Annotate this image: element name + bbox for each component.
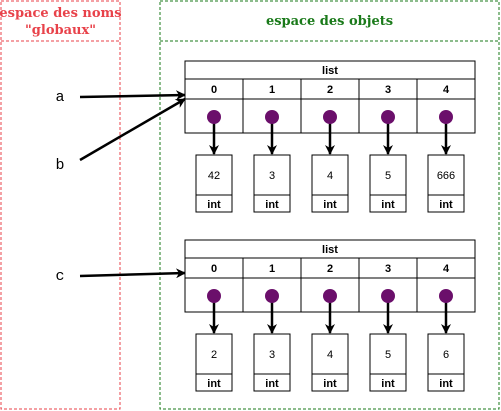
int-value: 6 (443, 349, 449, 361)
int-type-label: int (265, 378, 279, 390)
int-value: 3 (269, 349, 275, 361)
list-index-label: 2 (327, 263, 333, 275)
int-type-label: int (381, 199, 395, 211)
globals-frame: espace des noms "globaux" (0, 0, 122, 410)
list-index-label: 2 (327, 84, 333, 96)
int-object: 4 int (311, 154, 349, 213)
int-object-box (369, 333, 407, 392)
int-object: 6 int (427, 333, 465, 392)
int-object-box (195, 333, 233, 392)
objects-title: espace des objets (266, 14, 393, 29)
int-object: 5 int (369, 154, 407, 213)
list-index-label: 1 (269, 84, 275, 96)
globals-title-line2: "globaux" (25, 23, 96, 38)
int-value: 666 (437, 170, 455, 182)
int-type-label: int (381, 378, 395, 390)
arrow-c-to-list2 (79, 268, 186, 279)
int-object-box (427, 333, 465, 392)
int-object-box (311, 154, 349, 213)
int-object: 2 int (195, 333, 233, 392)
int-value: 5 (385, 349, 391, 361)
reference-dot-icon (265, 289, 279, 303)
int-type-label: int (323, 378, 337, 390)
arrow-b-to-list1 (79, 97, 186, 162)
variable-c-label: c (55, 268, 64, 285)
int-value: 3 (269, 170, 275, 182)
int-type-label: int (207, 378, 221, 390)
reference-dot-icon (207, 110, 221, 124)
lists-layer: list042int13int24int35int4666intlist02in… (184, 60, 476, 392)
int-object-box (427, 154, 465, 213)
list-index-label: 4 (443, 263, 450, 275)
int-type-label: int (439, 199, 453, 211)
list-object-1: list 0 42 int 1 3 int 2 4 int 3 5 int 4 666 int (184, 60, 476, 213)
reference-dot-icon (381, 289, 395, 303)
int-object-box (369, 154, 407, 213)
int-object-box (311, 333, 349, 392)
int-value: 42 (208, 170, 220, 182)
list-index-label: 3 (385, 84, 391, 96)
int-type-label: int (323, 199, 337, 211)
int-object-box (195, 154, 233, 213)
int-type-label: int (265, 199, 279, 211)
int-object: 3 int (253, 154, 291, 213)
int-type-label: int (439, 378, 453, 390)
int-value: 2 (211, 349, 217, 361)
arrow-a-to-list1 (79, 90, 186, 101)
globals-title-line1: espace des noms (0, 6, 122, 21)
reference-dot-icon (265, 110, 279, 124)
list-index-label: 0 (211, 263, 217, 275)
reference-dot-icon (207, 289, 221, 303)
list-index-label: 4 (443, 84, 450, 96)
variable-b-label: b (55, 157, 64, 174)
int-object: 3 int (253, 333, 291, 392)
reference-dot-icon (439, 289, 453, 303)
list-title: list (322, 65, 338, 77)
objects-frame: espace des objets (159, 0, 500, 410)
reference-dot-icon (439, 110, 453, 124)
int-object-box (253, 154, 291, 213)
int-object: 666 int (427, 154, 465, 213)
reference-dot-icon (323, 289, 337, 303)
list-index-label: 1 (269, 263, 275, 275)
list-index-label: 3 (385, 263, 391, 275)
int-value: 4 (327, 170, 333, 182)
int-object: 4 int (311, 333, 349, 392)
int-object: 5 int (369, 333, 407, 392)
int-value: 4 (327, 349, 333, 361)
reference-dot-icon (381, 110, 395, 124)
reference-dot-icon (323, 110, 337, 124)
list-index-label: 0 (211, 84, 217, 96)
int-value: 5 (385, 170, 391, 182)
list-title: list (322, 244, 338, 256)
int-type-label: int (207, 199, 221, 211)
int-object-box (253, 333, 291, 392)
variable-a-label: a (55, 89, 64, 106)
list-object-2: list 0 2 int 1 3 int 2 4 int 3 5 int 4 6 int (184, 239, 476, 392)
int-object: 42 int (195, 154, 233, 213)
